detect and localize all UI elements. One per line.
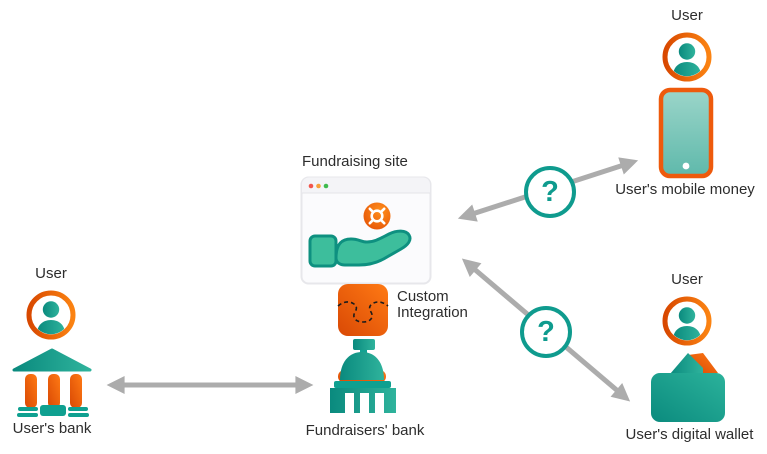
mobile-money-label: User's mobile money xyxy=(615,181,755,198)
user-avatar-icon xyxy=(662,32,712,82)
fundraisers-bank-label: Fundraisers' bank xyxy=(305,422,425,439)
question-mark-badge: ? xyxy=(524,166,576,218)
smartphone-icon xyxy=(658,87,714,179)
currency-badge-icon xyxy=(363,202,391,230)
wallet-icon xyxy=(651,353,725,422)
window-traffic-light-icons xyxy=(308,183,329,189)
fundraising-site-label: Fundraising site xyxy=(302,153,408,170)
capitol-bank-icon xyxy=(330,339,396,413)
puzzle-piece-icon xyxy=(337,284,389,336)
users-bank-label: User's bank xyxy=(12,420,92,437)
giving-hand-icon xyxy=(308,229,412,268)
browser-window-icon xyxy=(300,176,432,285)
digital-wallet-label: User's digital wallet xyxy=(625,426,754,443)
user-avatar-icon xyxy=(662,296,712,346)
user-avatar-icon xyxy=(26,290,76,340)
user-left-label: User xyxy=(35,265,67,282)
bank-columns-icon xyxy=(12,348,92,417)
custom-integration-label: Custom Integration xyxy=(397,288,468,321)
question-mark-badge: ? xyxy=(520,306,572,358)
user-wallet-label: User xyxy=(671,271,703,288)
user-top-label: User xyxy=(671,7,703,24)
